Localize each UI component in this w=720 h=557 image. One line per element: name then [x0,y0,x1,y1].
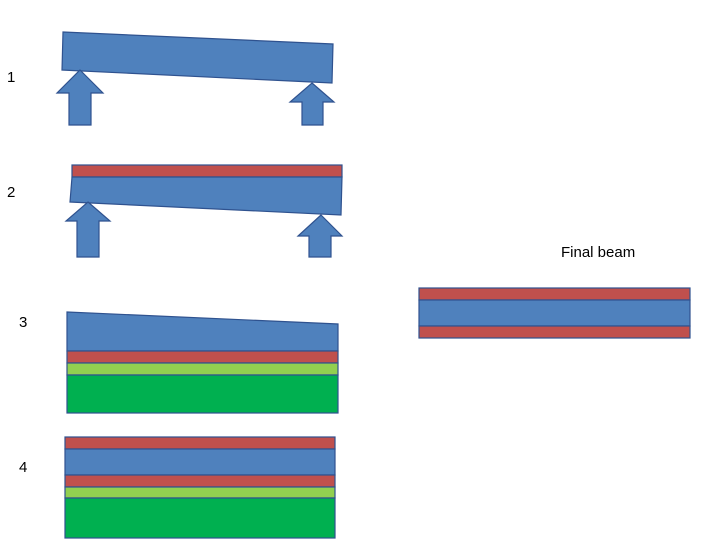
step-4-label: 4 [19,459,27,476]
step-3-label: 3 [19,314,27,331]
step-4-green-base [64,497,336,539]
step-3-bowed-beam [66,311,339,352]
step-1-group [55,31,336,126]
step-4-group [64,436,336,539]
step-1-label: 1 [7,69,15,86]
final-beam-bottom-red-layer [418,325,691,339]
step-2-label: 2 [7,184,15,201]
step-1-left-support-arrow [55,69,105,126]
step-2-red-layer [71,164,343,178]
step-4-top-red-layer [64,436,336,450]
step-1-right-support-arrow [288,82,336,126]
step-4-bottom-red-layer [64,474,336,488]
step-2-right-support-arrow [296,214,344,258]
step-4-light-green-layer [64,486,336,499]
step-3-red-layer [66,350,339,364]
step-2-left-support-arrow [64,201,112,258]
step-3-green-base [66,374,339,414]
step-3-group [66,311,339,414]
step-2-bowed-beam [69,176,343,216]
step-3-light-green-layer [66,362,339,376]
final-beam-top-red-layer [418,287,691,301]
final-beam-group [418,287,691,339]
step-1-bowed-beam [61,31,334,84]
final-beam-core [418,299,691,327]
final-beam-label: Final beam [561,244,635,261]
step-4-flat-beam [64,448,336,476]
step-2-group [64,164,344,258]
